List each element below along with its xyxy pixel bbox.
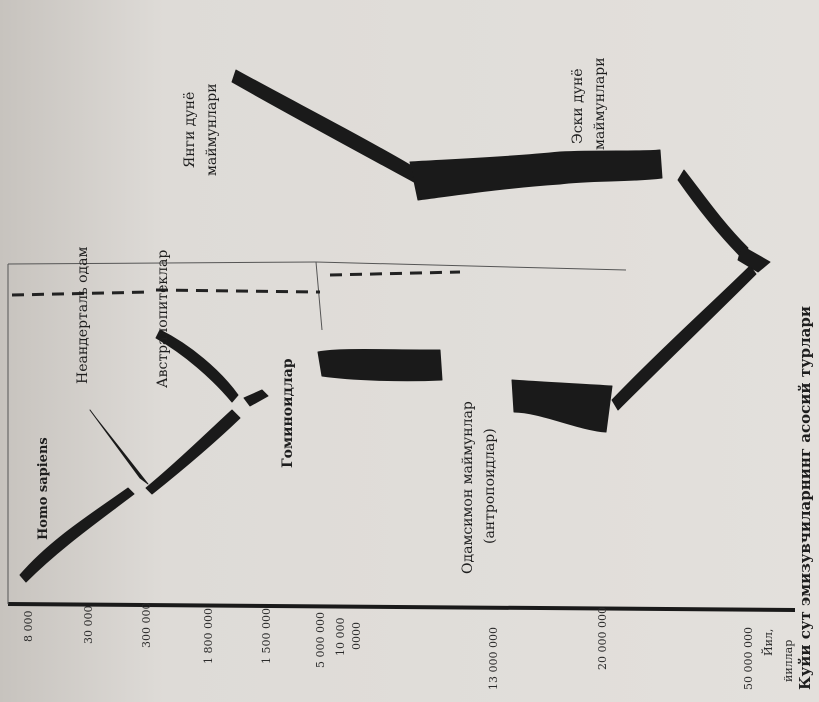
axis-ticks: 8 000 30 000 300 000 1 800 000 1 500 000… <box>22 603 755 691</box>
branch-australopithecines-upper <box>155 329 239 403</box>
dashed-line-2 <box>155 288 321 294</box>
axis-unit-line1: Йил, <box>761 629 775 656</box>
dashed-line-1 <box>11 290 151 297</box>
branch-australopithecines-lower <box>145 409 241 495</box>
branch-homo-sapiens <box>19 487 135 583</box>
label-old-world-line1: Эски дунё <box>570 68 586 144</box>
diagram-title: Куйи сут эмизувчиларнинг асосий турлари <box>796 306 814 690</box>
tick-label: 5 000 000 <box>314 612 327 668</box>
branch-new-world <box>231 69 415 183</box>
guide-line-top <box>7 261 317 265</box>
tick-label: 13 000 000 <box>487 627 500 690</box>
tick-label: 1 500 000 <box>260 608 273 664</box>
dashed-line-3 <box>329 270 461 277</box>
label-old-world-line2: маймунлари <box>592 57 608 150</box>
branches <box>19 69 771 583</box>
label-neanderthal: Неандерталь одам <box>75 247 91 384</box>
label-anthropoids-line1: Одамсимон маймунлар <box>460 401 476 574</box>
tick-label: 50 000 000 <box>742 627 755 690</box>
branch-stub <box>243 389 269 407</box>
branch-anthropoids <box>511 379 613 433</box>
label-australopithecines: Австралопитеклар <box>155 250 171 388</box>
tick-label: 30 000 <box>82 606 95 645</box>
branch-old-world <box>409 149 663 201</box>
branch-hominoids <box>317 349 443 382</box>
label-new-world-line1: Янги дунё <box>182 92 198 168</box>
tick-label: 10 000 <box>334 618 347 657</box>
label-hominoids: Гоминоидлар <box>280 358 296 468</box>
branch-to-root-lower <box>611 265 757 411</box>
tick-label: 1 800 000 <box>202 608 215 664</box>
label-new-world-line2: маймунлари <box>204 83 220 176</box>
tick-label: 0000 <box>350 622 363 650</box>
tick-label: 300 000 <box>140 603 153 649</box>
root-node <box>737 245 771 273</box>
axis-unit-line2: йиллар <box>782 640 795 682</box>
label-homo-sapiens: Homo sapiens <box>36 437 51 540</box>
tick-label: 8 000 <box>22 611 35 643</box>
tick-label: 20 000 000 <box>596 607 609 670</box>
guide-line-vertical <box>315 261 323 331</box>
time-axis-line <box>7 602 796 612</box>
label-anthropoids-line2: (антропоидлар) <box>482 428 498 544</box>
branch-neanderthal <box>89 409 149 485</box>
guide-line-mid <box>315 261 627 271</box>
